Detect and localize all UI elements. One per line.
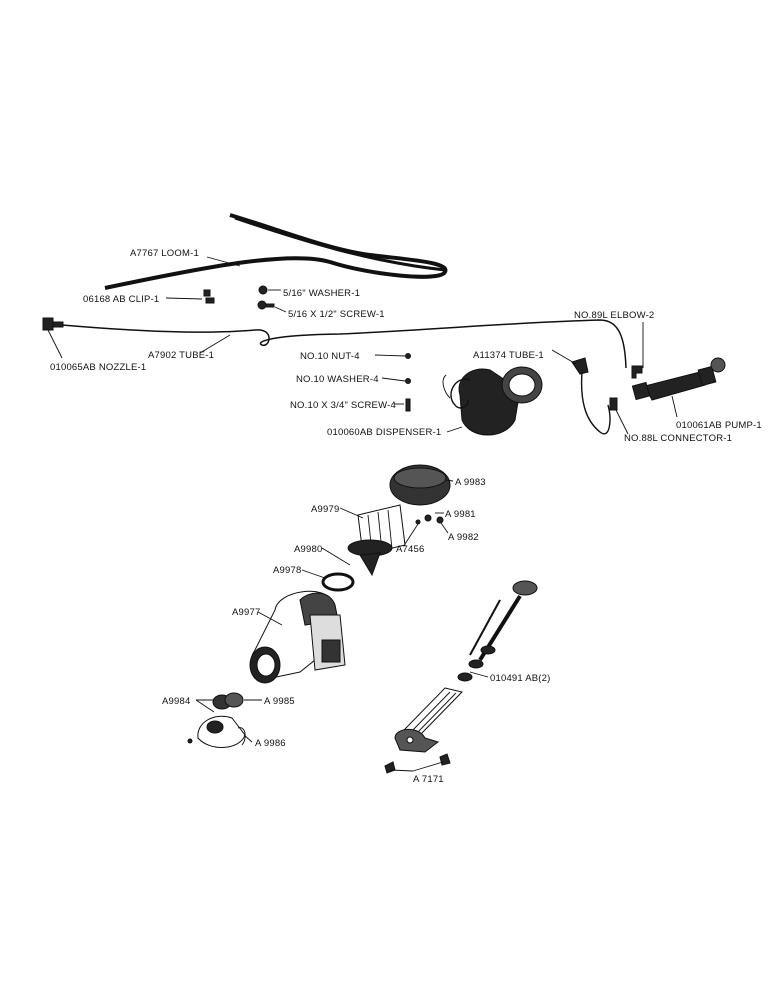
washer-516-part [258, 285, 268, 295]
label-elbow: NO.89L ELBOW-2 [574, 310, 654, 321]
washer10-part [405, 378, 411, 384]
part-a9985 [224, 692, 244, 708]
label-a9983: A 9983 [455, 477, 486, 488]
cylinder-part [394, 687, 463, 753]
connector-part [609, 397, 618, 411]
label-a7171: A 7171 [413, 774, 444, 785]
label-tube-a7902: A7902 TUBE-1 [148, 350, 214, 361]
clip-part [203, 289, 215, 304]
label-a9986: A 9986 [255, 738, 286, 749]
part-a9981 [424, 514, 432, 522]
label-a9981: A 9981 [445, 509, 476, 520]
screw10-part [405, 398, 411, 412]
label-connector: NO.88L CONNECTOR-1 [624, 433, 732, 444]
label-screw-516: 5/16 X 1/2" SCREW-1 [288, 309, 385, 320]
leader-lines [47, 256, 678, 772]
tube-a11374-part [571, 357, 611, 435]
label-pump: 010061AB PUMP-1 [676, 420, 762, 431]
label-010491: 010491 AB(2) [490, 673, 551, 684]
dispenser-part [442, 366, 543, 436]
label-screw10: NO.10 X 3/4" SCREW-4 [290, 400, 396, 411]
label-nozzle: 010065AB NOZZLE-1 [50, 362, 146, 373]
nut10-part [405, 353, 411, 359]
label-a9984: A9984 [162, 696, 190, 707]
body-a9979-part [347, 504, 406, 577]
label-washer10: NO.10 WASHER-4 [296, 374, 379, 385]
pump-rod-part [469, 580, 538, 662]
loom-part [104, 213, 448, 290]
pump-part [631, 357, 726, 401]
label-a9978: A9978 [273, 565, 301, 576]
screw-516-part [257, 300, 275, 310]
elbow-part [631, 365, 643, 379]
label-loom: A7767 LOOM-1 [130, 248, 199, 259]
label-dispenser: 010060AB DISPENSER-1 [327, 427, 441, 438]
labels: A7767 LOOM-1 06168 AB CLIP-1 010065AB NO… [50, 248, 762, 785]
label-a9982: A 9982 [448, 532, 479, 543]
part-a7456 [415, 519, 421, 525]
label-nut10: NO.10 NUT-4 [300, 351, 360, 362]
housing-a9977-part [249, 590, 346, 684]
label-a9977: A9977 [232, 607, 260, 618]
oring-a9978-part [321, 572, 355, 592]
bracket-a9986-part [187, 715, 246, 748]
label-washer-516: 5/16" WASHER-1 [283, 288, 360, 299]
label-a9985: A 9985 [264, 696, 295, 707]
part-a9982 [436, 516, 444, 524]
label-clip: 06168 AB CLIP-1 [83, 294, 159, 305]
nozzle-part [42, 317, 64, 331]
label-tube-a11374: A11374 TUBE-1 [473, 350, 544, 361]
label-a7456: A7456 [396, 544, 424, 555]
cap-a9983-part [389, 464, 451, 506]
label-a9979: A9979 [311, 504, 339, 515]
packing-010491-part [457, 645, 496, 682]
tube-a7902-part [61, 319, 627, 369]
label-a9980: A9980 [294, 544, 322, 555]
